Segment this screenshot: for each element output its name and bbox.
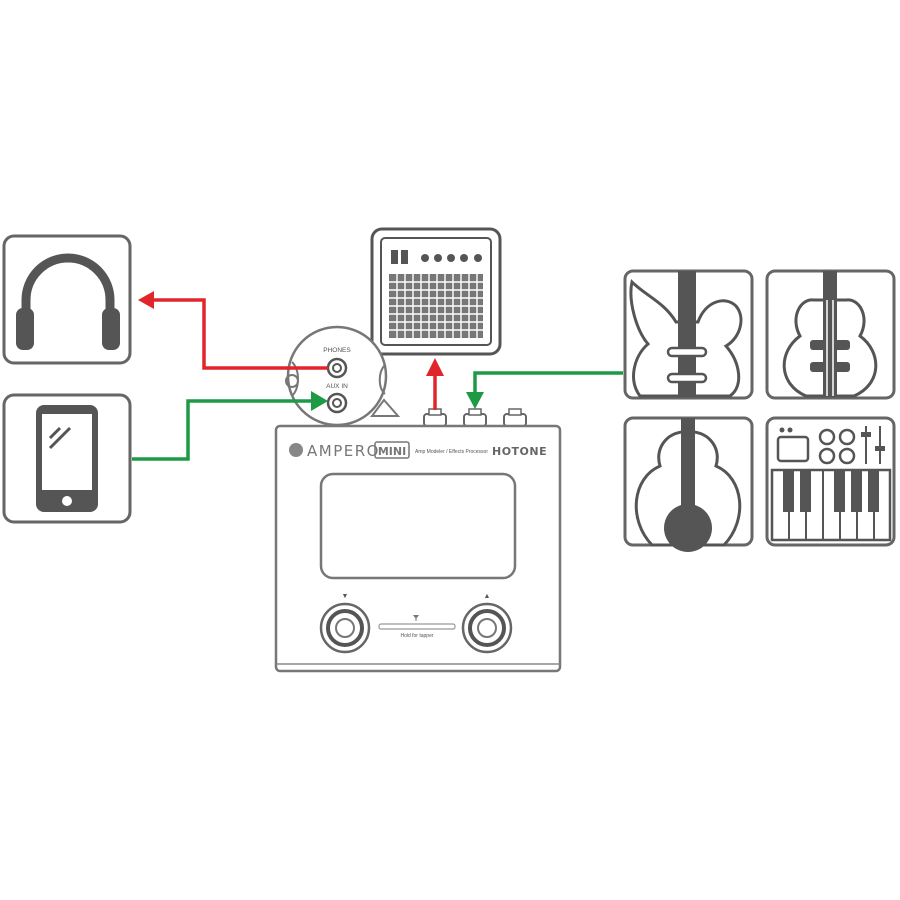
guitar-amp-icon	[370, 227, 502, 356]
headphones-icon	[16, 253, 120, 350]
aux-in-label: AUX IN	[326, 383, 348, 390]
model-badge-text: MINI	[378, 445, 406, 458]
bass-guitar-tile	[765, 269, 896, 400]
electric-guitar-icon	[629, 271, 743, 398]
output-to-amp-arrow	[426, 358, 444, 410]
touch-screen[interactable]	[319, 472, 517, 580]
smartphone-to-aux-in-arrow	[132, 391, 328, 461]
callout-side-jack-left	[285, 361, 299, 397]
callout-side-jack-right	[378, 364, 386, 395]
device-subtitle: Amp Modeler / Effects Processor	[415, 449, 488, 455]
top-jack-input	[463, 408, 487, 427]
smartphone-icon	[36, 405, 98, 512]
hotone-logo-icon	[289, 443, 303, 457]
footswitch-left-marker: ▼	[342, 593, 349, 600]
smartphone-tile	[2, 393, 132, 524]
footswitch-left[interactable]	[319, 602, 371, 654]
aux-in-jack[interactable]	[326, 392, 348, 414]
top-jack-expression	[503, 408, 527, 427]
synth-keyboard-tile	[765, 416, 896, 547]
phones-label: PHONES	[323, 347, 351, 354]
phones-to-headphones-arrow	[138, 291, 328, 370]
tap-tempo-icon	[413, 615, 419, 621]
brand-right-text: HOTONE	[492, 445, 547, 458]
synth-keyboard-icon	[770, 426, 892, 542]
footswitch-right[interactable]	[461, 602, 513, 654]
acoustic-guitar-tile	[623, 416, 754, 552]
top-jack-output	[423, 408, 447, 427]
center-hint-text: Hold for tapper	[400, 633, 433, 639]
brand-left-text: AMPERO	[307, 442, 380, 460]
phones-jack[interactable]	[326, 357, 348, 379]
footswitch-right-marker: ▲	[484, 593, 491, 600]
headphones-tile	[2, 234, 132, 365]
electric-guitar-tile	[623, 269, 754, 400]
acoustic-guitar-icon	[634, 418, 742, 552]
bass-guitar-icon	[782, 271, 878, 398]
ampero-mini-device: AMPERO MINI Amp Modeler / Effects Proces…	[274, 408, 562, 673]
instruments-to-input-arrow	[466, 371, 623, 409]
